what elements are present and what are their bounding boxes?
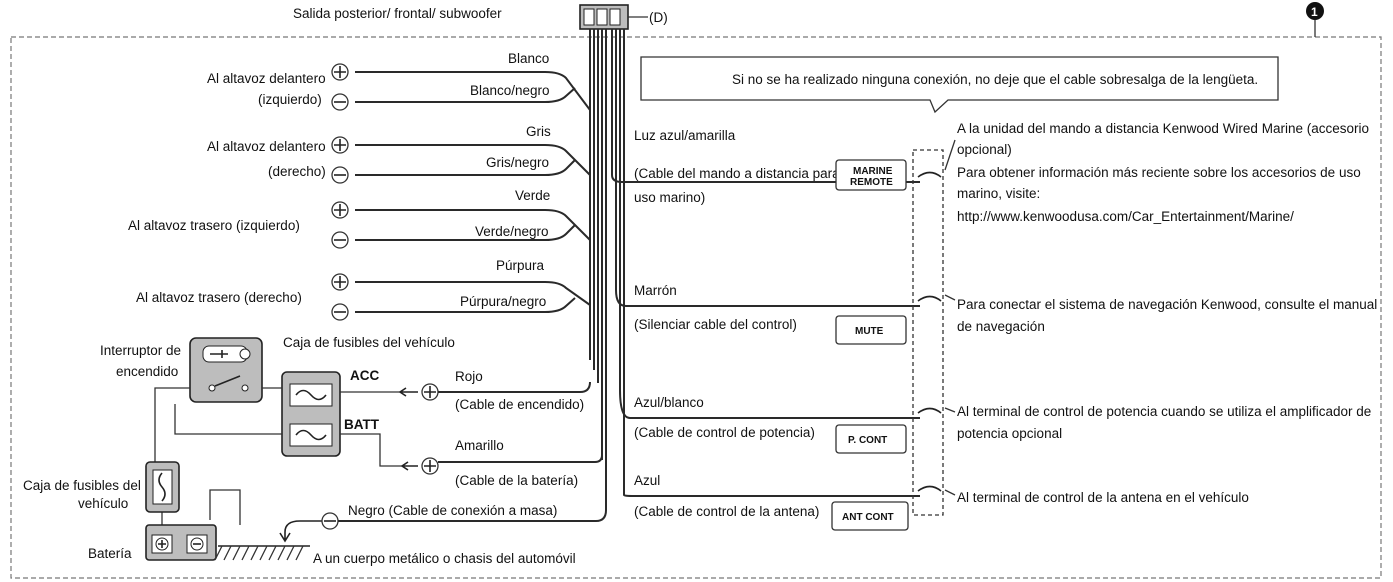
yellow-label: Amarillo <box>455 438 504 453</box>
diagram-frame <box>10 36 1382 579</box>
output-label: Salida posterior/ frontal/ subwoofer <box>293 6 502 21</box>
control-3-desc: (Cable de control de potencia) <box>634 425 815 440</box>
batt-label: BATT <box>344 417 380 432</box>
info-3-line-2: potencia opcional <box>957 426 1062 441</box>
speaker-group-3 <box>331 201 591 249</box>
speaker-4-label: Al altavoz trasero (derecho) <box>136 290 302 305</box>
speaker-group-2 <box>331 136 591 184</box>
speaker-1-label-a: Al altavoz delantero <box>207 71 326 86</box>
marine-remote-tag: MARINE REMOTE <box>835 159 907 191</box>
speaker-2-label-b: (derecho) <box>268 164 326 179</box>
speaker-1-label-b: (izquierdo) <box>258 92 322 107</box>
svg-text:MARINE: MARINE <box>853 166 893 177</box>
ant-cont-tag: ANT CONT <box>831 501 909 531</box>
fuse-box-small-label-b: vehículo <box>78 496 128 511</box>
speaker-group-4 <box>331 273 591 321</box>
fuse-box-main-label: Caja de fusibles del vehículo <box>283 335 455 350</box>
control-end-caps <box>912 139 956 516</box>
ignition-switch <box>189 337 263 403</box>
info-1-line-3: Para obtener información más reciente so… <box>957 165 1361 180</box>
battery-label: Batería <box>88 546 132 561</box>
speaker-1-wire-pos: Blanco <box>508 51 549 66</box>
connector-d-label: (D) <box>649 10 668 25</box>
red-desc: (Cable de encendido) <box>455 397 584 412</box>
wire-bundle <box>589 29 625 510</box>
ignition-label-a: Interruptor de <box>100 343 181 358</box>
mute-tag: MUTE <box>835 315 907 345</box>
info-1-line-4: marino, visite: <box>957 186 1040 201</box>
fuse-box-small-label-a: Caja de fusibles del <box>23 478 141 493</box>
info-3-line-1: Al terminal de control de potencia cuand… <box>957 404 1371 419</box>
speaker-1-wire-neg: Blanco/negro <box>470 83 550 98</box>
red-label: Rojo <box>455 369 483 384</box>
p-cont-tag: P. CONT <box>835 424 907 454</box>
acc-label: ACC <box>350 368 379 383</box>
control-4-wire: Azul <box>634 473 660 488</box>
info-1-line-1: A la unidad del mando a distancia Kenwoo… <box>957 121 1369 136</box>
svg-text:1: 1 <box>1311 5 1318 19</box>
info-1-line-2: opcional) <box>957 142 1012 157</box>
speaker-4-wire-neg: Púrpura/negro <box>460 294 546 309</box>
speaker-group-1 <box>331 63 591 111</box>
speaker-3-wire-neg: Verde/negro <box>475 224 549 239</box>
chassis-label: A un cuerpo metálico o chasis del automó… <box>313 551 576 566</box>
speaker-3-wire-pos: Verde <box>515 188 550 203</box>
control-1-desc-b: uso marino) <box>634 190 705 205</box>
speaker-2-wire-pos: Gris <box>526 124 551 139</box>
control-2-wire: Marrón <box>634 283 677 298</box>
info-2-line-2: de navegación <box>957 319 1045 334</box>
speaker-4-wire-pos: Púrpura <box>496 258 545 273</box>
info-1-line-5: http://www.kenwoodusa.com/Car_Entertainm… <box>957 209 1294 224</box>
fuse-box-main <box>281 371 341 457</box>
control-1-wire: Luz azul/amarilla <box>634 128 736 143</box>
svg-text:MUTE: MUTE <box>855 326 884 337</box>
ground-symbol <box>214 520 340 561</box>
svg-text:REMOTE: REMOTE <box>850 177 893 188</box>
speaker-3-label: Al altavoz trasero (izquierdo) <box>128 218 300 233</box>
speaker-2-wire-neg: Gris/negro <box>486 155 549 170</box>
control-1-desc-a: (Cable del mando a distancia para <box>634 166 840 181</box>
control-2-desc: (Silenciar cable del control) <box>634 317 797 332</box>
control-3-wire: Azul/blanco <box>634 395 704 410</box>
svg-text:ANT CONT: ANT CONT <box>842 512 894 523</box>
speaker-2-label-a: Al altavoz delantero <box>207 139 326 154</box>
connector-d <box>579 4 648 30</box>
yellow-desc: (Cable de la batería) <box>455 473 578 488</box>
info-2-line-1: Para conectar el sistema de navegación K… <box>957 297 1377 312</box>
battery-symbol <box>145 524 217 561</box>
fuse-box-small <box>145 461 180 513</box>
info-4-line-1: Al terminal de control de la antena en e… <box>957 490 1249 505</box>
ignition-label-b: encendido <box>116 364 178 379</box>
note-text: Si no se ha realizado ninguna conexión, … <box>732 72 1258 87</box>
ground-label: Negro (Cable de conexión a masa) <box>348 503 557 518</box>
svg-text:P. CONT: P. CONT <box>848 435 887 446</box>
control-4-desc: (Cable de control de la antena) <box>634 504 819 519</box>
note-box <box>640 56 1279 114</box>
marker-one: ❶ 1 <box>1306 2 1324 37</box>
